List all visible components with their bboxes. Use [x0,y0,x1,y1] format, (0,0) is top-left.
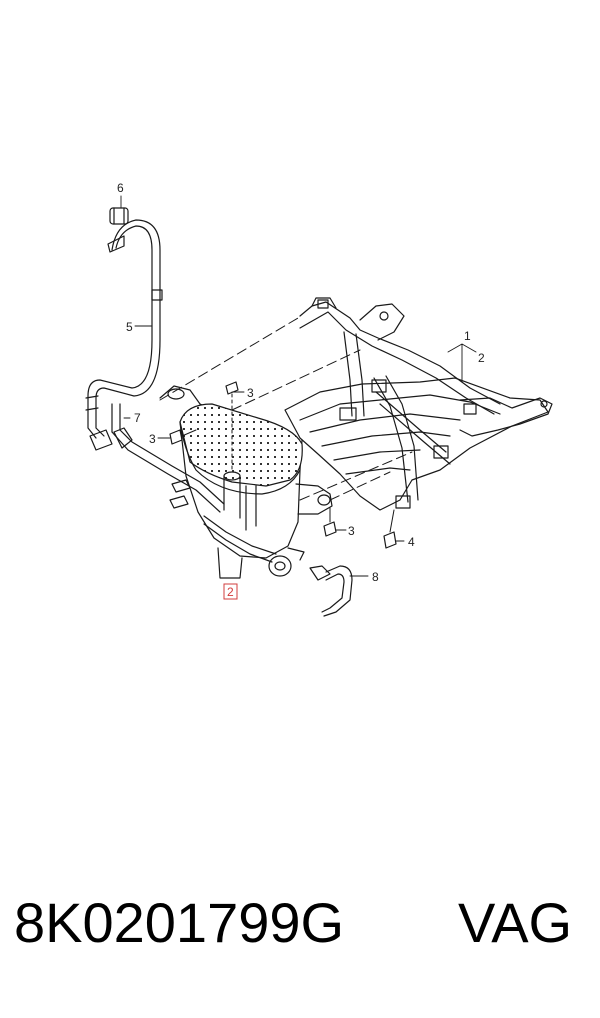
callout-5: 5 [126,320,133,334]
connecting-pipe [111,403,225,513]
callout-6: 6 [117,181,124,195]
vent-hose [85,219,163,451]
brand-label: VAG [458,891,573,954]
callout-2: 2 [478,351,485,365]
callout-4: 4 [408,535,415,549]
callout-3-right: 3 [348,524,355,538]
bolt-left [169,429,197,445]
callout-3-left: 3 [149,432,156,446]
callout-1: 1 [464,329,471,343]
mounting-bracket [159,297,553,511]
bolt-top [225,381,239,471]
bolt-right [323,507,337,537]
bolt-4 [383,509,397,549]
part-number: 8K0201799G [14,891,345,954]
callout-3-top: 3 [247,386,254,400]
charcoal-canister [159,385,333,579]
purge-hose [309,565,353,617]
callout-2-box [223,583,238,600]
callout-7: 7 [134,411,141,425]
callout-2-boxed: 2 [227,585,234,599]
callout-8: 8 [372,570,379,584]
leader-lines [120,195,477,577]
hose-clip [109,207,129,225]
